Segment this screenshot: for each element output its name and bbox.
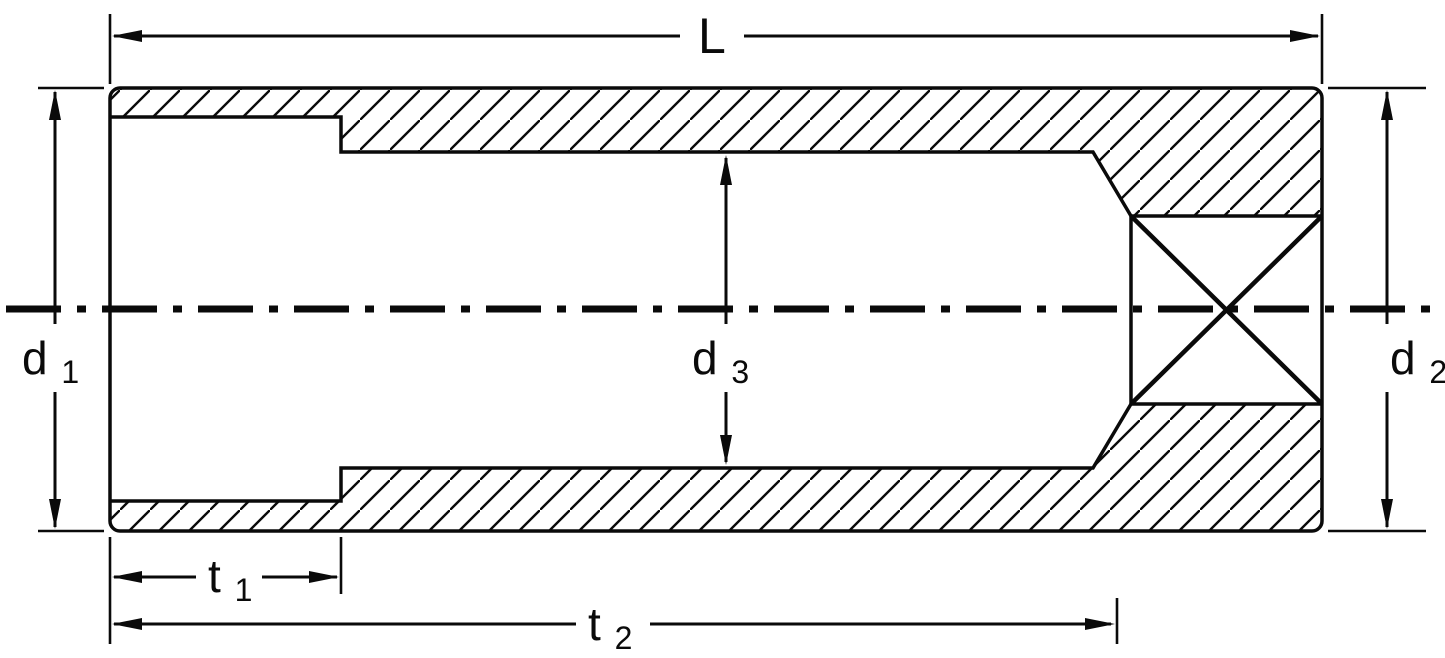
label-d1-base: d — [22, 332, 48, 384]
label-d2-sub: 2 — [1429, 354, 1445, 390]
dimension-length-L: L — [108, 8, 1324, 84]
label-L: L — [698, 8, 726, 64]
label-d3-sub: 3 — [731, 354, 749, 390]
label-d1-sub: 1 — [61, 354, 79, 390]
arrowhead-d2-down — [1381, 499, 1393, 529]
square-drive-hole — [1129, 214, 1322, 406]
square-drive-x-mark — [1129, 214, 1324, 406]
label-d3-base: d — [692, 332, 718, 384]
label-d2-base: d — [1390, 332, 1416, 384]
label-L-text: L — [698, 8, 726, 64]
label-t1: t 1 — [208, 550, 252, 608]
label-t2-sub: 2 — [615, 620, 633, 656]
inner-bore-top-profile — [110, 115, 1133, 217]
arrowhead-t1-left — [112, 571, 142, 583]
dimension-t1: t 1 — [108, 537, 343, 644]
arrowhead-L-right — [1290, 30, 1320, 42]
dimension-d1: d 1 — [22, 86, 104, 533]
arrowhead-L-left — [112, 30, 142, 42]
hatch-bottom-wall — [110, 404, 1322, 531]
label-t1-sub: 1 — [235, 572, 253, 608]
dimension-t2: t 2 — [112, 598, 1119, 656]
arrowhead-d2-up — [1381, 90, 1393, 120]
label-d1: d 1 — [22, 332, 79, 390]
arrowhead-d1-up — [49, 90, 61, 120]
label-t1-base: t — [208, 550, 221, 602]
arrowhead-d3-up — [720, 155, 732, 185]
arrowhead-d1-down — [49, 499, 61, 529]
socket-body — [108, 86, 1324, 533]
arrowhead-t1-right — [309, 571, 339, 583]
arrowhead-t2-right — [1085, 618, 1115, 630]
arrowhead-d3-down — [720, 435, 732, 465]
label-t2: t 2 — [588, 598, 632, 656]
arrowhead-t2-left — [112, 618, 142, 630]
dimension-d2: d 2 — [1328, 86, 1445, 533]
label-d3: d 3 — [692, 332, 749, 390]
label-d2: d 2 — [1390, 332, 1445, 390]
dimension-d3: d 3 — [692, 155, 749, 465]
label-t2-base: t — [588, 598, 601, 650]
inner-bore-bottom-profile — [110, 403, 1133, 503]
